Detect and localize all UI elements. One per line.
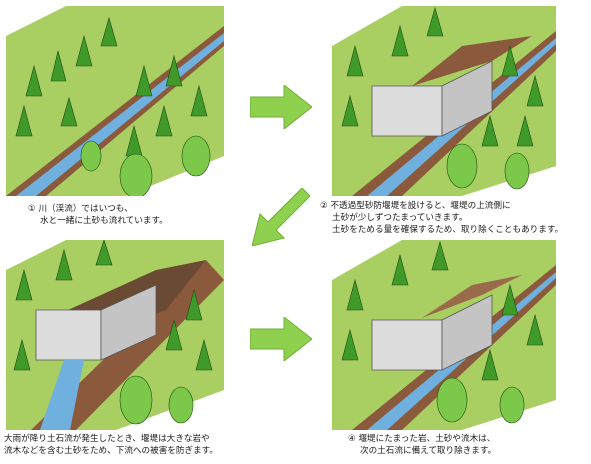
- caption-line: 不透過型砂防堰堤を設けると、堰堤の上流側に: [330, 201, 511, 211]
- step-number: ①: [28, 204, 36, 214]
- panel-step-3: [6, 240, 224, 430]
- caption-step-2: ② 不透過型砂防堰堤を設けると、堰堤の上流側に 土砂が少しずつたまっていきます。…: [320, 200, 563, 236]
- panel-step-1: [6, 6, 224, 196]
- panel-step-4: [332, 240, 556, 430]
- step-number: ②: [320, 201, 328, 211]
- removal-illustration: [332, 240, 556, 430]
- caption-line: 堰堤にたまった岩、土砂や流木は、: [358, 434, 496, 444]
- step-number: ④: [348, 434, 356, 444]
- caption-step-4: ④ 堰堤にたまった岩、土砂や流木は、 次の土石流に備えて取り除きます。: [348, 433, 496, 457]
- caption-line: 次の土石流に備えて取り除きます。: [360, 446, 497, 456]
- caption-step-1: ① 川（渓流）ではいつも、 水と一緒に土砂も流れています。: [28, 203, 168, 227]
- caption-line: 流木などを含む土砂をため、下流への被害を防ぎます。: [4, 446, 218, 456]
- caption-line: 土砂をためる量を確保するため、取り除くこともあります。: [332, 225, 564, 235]
- arrow-right-icon: [250, 317, 312, 361]
- panel-step-2: [332, 6, 556, 196]
- caption-line: 大雨が降り土石流が発生したとき、堰堤は大きな岩や: [4, 434, 210, 444]
- arrow-right-icon: [250, 85, 312, 129]
- arrow-down-left-icon: [252, 188, 310, 246]
- stream-illustration: [6, 6, 224, 196]
- caption-line: 土砂が少しずつたまっていきます。: [332, 213, 468, 223]
- debris-flow-illustration: [6, 240, 224, 430]
- caption-step-3: 大雨が降り土石流が発生したとき、堰堤は大きな岩や 流木などを含む土砂をため、下流…: [4, 433, 218, 457]
- caption-line: 水と一緒に土砂も流れています。: [40, 216, 168, 226]
- dam-illustration: [332, 6, 556, 196]
- caption-line: 川（渓流）ではいつも、: [38, 204, 133, 214]
